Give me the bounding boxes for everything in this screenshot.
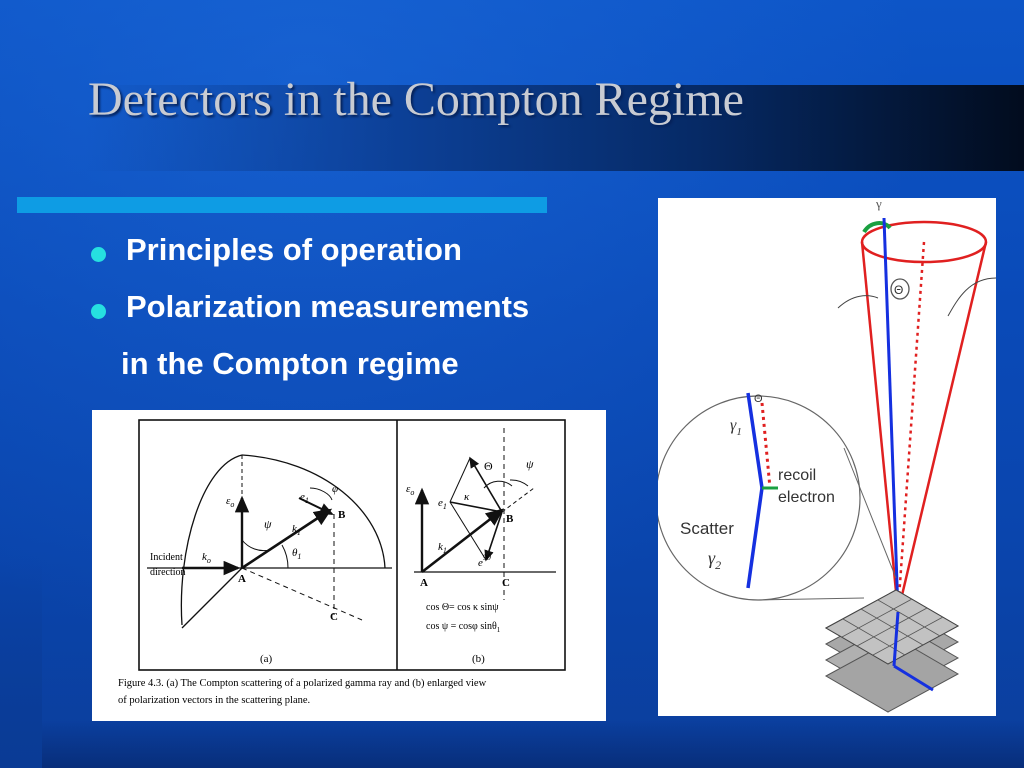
point-a-label: A (238, 573, 246, 585)
eo-label: εo (226, 495, 234, 509)
compton-scattering-diagram: Incident direction ko εo A B C ψ k1 e1 θ… (118, 419, 566, 706)
detector-stack (824, 589, 960, 713)
bullet-text: Principles of operation (126, 232, 462, 267)
compton-scattering-figure: Incident direction ko εo A B C ψ k1 e1 θ… (92, 410, 606, 721)
k1-label: k1 (292, 523, 301, 537)
panel-b-label: (b) (472, 653, 485, 665)
b-point-c-label: C (502, 577, 510, 589)
psi-label: ψ (264, 517, 272, 531)
incident-label: Incident (150, 552, 183, 563)
bottom-shade (42, 720, 1024, 768)
equation-2: cos ψ = cosφ sinθ1 (426, 621, 501, 634)
bullet-list: Principles of operation Polarization mea… (88, 232, 529, 346)
ko-label: ko (202, 551, 211, 565)
phi-label: φ (332, 483, 338, 495)
gamma1-label: γ1 (730, 417, 742, 438)
b-k1-label: k1 (438, 541, 447, 555)
gamma2-label: γ2 (708, 548, 721, 572)
caption-line-1: Figure 4.3. (a) The Compton scattering o… (118, 678, 487, 689)
point-c-label: C (330, 611, 338, 623)
theta1-label: θ1 (292, 547, 301, 561)
recoil-label: recoil (778, 467, 816, 484)
title-rule (17, 197, 547, 213)
bullet-continuation: in the Compton regime (121, 346, 459, 381)
b-eo-label: εo (406, 483, 414, 497)
theta-cap-label: Θ (484, 459, 493, 473)
caption-line-2: of polarization vectors in the scatterin… (118, 695, 310, 706)
cone-theta-label: Θ (894, 283, 903, 297)
equation-1: cos Θ= cos κ sinψ (426, 602, 499, 613)
small-theta-label: Θ (754, 393, 763, 405)
compton-cone-diagram: Θ γ Θ γ1 recoil electron Scatter γ2 (658, 198, 996, 713)
bullet-text: Polarization measurements (126, 289, 530, 324)
left-strip (0, 560, 42, 768)
direction-label: direction (150, 567, 186, 578)
compton-cone-figure: Θ γ Θ γ1 recoil electron Scatter γ2 (658, 198, 996, 716)
e90-label: e90 (478, 553, 491, 569)
e1-label: e1 (300, 491, 309, 505)
scatter-label: Scatter (680, 519, 734, 538)
electron-label: electron (778, 489, 835, 506)
kappa-label: κ (464, 491, 470, 503)
point-b-label: B (338, 509, 346, 521)
gamma-top-label: γ (875, 198, 882, 211)
b-e1-label: e1 (438, 497, 447, 511)
bullet-dot-icon (91, 304, 106, 319)
b-psi-label: ψ (526, 457, 534, 471)
bullet-item: Polarization measurements (88, 289, 529, 346)
panel-a-label: (a) (260, 653, 273, 665)
slide-title: Detectors in the Compton Regime (88, 73, 744, 126)
b-point-b-label: B (506, 513, 514, 525)
bullet-item: Principles of operation (88, 232, 529, 289)
b-point-a-label: A (420, 577, 428, 589)
bullet-dot-icon (91, 247, 106, 262)
title-band (85, 85, 1024, 171)
